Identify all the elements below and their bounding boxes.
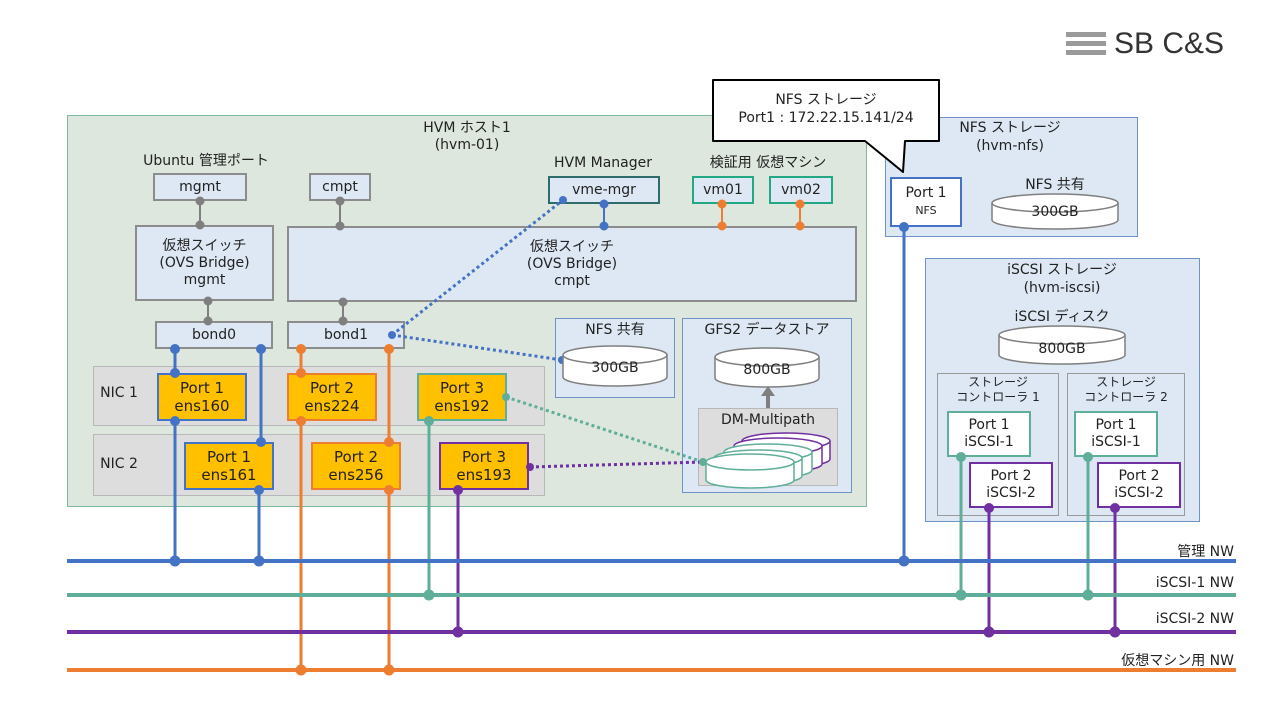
controller2-port2: Port 2 iSCSI-2 [1097, 462, 1181, 508]
iscsi-disk-size: 800GB [1038, 341, 1086, 357]
iscsi-storage-subtitle: (hvm-iscsi) [1023, 280, 1101, 296]
iscsi1-nw-label: iSCSI-1 NW [1155, 575, 1234, 591]
nic1-port2-line2: ens224 [304, 397, 360, 415]
dotted-links [391, 198, 704, 469]
nic2-label: NIC 2 [100, 456, 138, 472]
nic2-port2-line2: ens256 [328, 466, 384, 484]
gfs2-title: GFS2 データストア [704, 322, 830, 338]
vm-nw-links [295, 344, 395, 676]
callout-bubble [712, 79, 940, 173]
nfs-port1-box: Port 1 NFS [890, 177, 962, 227]
nic2-port3-line1: Port 3 [461, 448, 507, 466]
nic2-port1-line1: Port 1 [206, 448, 252, 466]
nic2-port1-line2: ens161 [201, 466, 257, 484]
mgmt-links [169, 222, 910, 567]
gfs2-disk-icon [714, 347, 820, 388]
nfs-storage-title: NFS ストレージ [959, 120, 1061, 136]
controller2-line2: コントローラ 2 [1084, 390, 1168, 404]
callout-line1: NFS ストレージ [775, 92, 877, 108]
nic1-port3: Port 3 ens192 [417, 373, 507, 421]
vswitch-cmpt-line1: 仮想スイッチ [530, 238, 614, 255]
nfs-share-title: NFS 共有 [1025, 177, 1085, 193]
host-nfs-disk-icon [562, 345, 668, 387]
vme-mgr-link [599, 199, 609, 231]
nfs-port1-line1: Port 1 [905, 185, 947, 201]
host-title: HVM ホスト1 [423, 120, 511, 136]
host-nfs-share-size: 300GB [591, 360, 639, 376]
controller1-line1: ストレージ [968, 375, 1028, 389]
ubuntu-mgmt-label: Ubuntu 管理ポート [143, 153, 269, 169]
multipath-arrow-icon [761, 386, 775, 408]
vswitch-cmpt: 仮想スイッチ (OVS Bridge) cmpt [287, 226, 857, 302]
callout-line2: Port1 : 172.22.15.141/24 [738, 110, 914, 126]
iscsi-disk-icon [998, 325, 1126, 365]
iscsi-storage-title: iSCSI ストレージ [1007, 262, 1117, 278]
mgmt-nw-label: 管理 NW [1177, 544, 1234, 560]
controller2-port2-line1: Port 2 [1118, 468, 1160, 484]
controller1-port1-line2: iSCSI-1 [964, 434, 1014, 450]
controller2-port2-line2: iSCSI-2 [1114, 485, 1164, 501]
controller1-port1: Port 1 iSCSI-1 [947, 411, 1031, 457]
vm-links [717, 199, 805, 231]
logo-text: SB C&S [1114, 27, 1225, 60]
controller1-port1-line1: Port 1 [968, 417, 1010, 433]
nfs-port1-line2: NFS [915, 204, 937, 217]
nic2-port3-line2: ens193 [456, 466, 512, 484]
nfs-storage-subtitle: (hvm-nfs) [976, 138, 1044, 154]
nic1-port2: Port 2 ens224 [287, 373, 377, 421]
nfs-storage-disk-icon [991, 193, 1119, 230]
iscsi2-nw-label: iSCSI-2 NW [1155, 611, 1234, 627]
mgmt-port-box: mgmt [153, 173, 247, 201]
nic1-port1-line1: Port 1 [179, 379, 225, 397]
dotted-endpoints [388, 196, 707, 471]
host-nfs-share-title: NFS 共有 [585, 322, 645, 338]
host-subtitle: (hvm-01) [434, 137, 500, 153]
nic1-port1-line2: ens160 [174, 397, 230, 415]
iscsi-disk-title: iSCSI ディスク [1014, 309, 1110, 325]
vswitch-mgmt-line3: mgmt [183, 271, 226, 288]
controller1-line2: コントローラ 1 [956, 390, 1040, 404]
nic1-port3-line2: ens192 [434, 397, 490, 415]
vm-label: 検証用 仮想マシン [709, 155, 827, 171]
gray-links [195, 196, 348, 326]
nic1-port3-line1: Port 3 [439, 379, 485, 397]
nic2-port3: Port 3 ens193 [439, 442, 529, 490]
controller1-port2-line2: iSCSI-2 [986, 485, 1036, 501]
controller2-line1: ストレージ [1096, 375, 1156, 389]
multipath-disks-icon [705, 432, 831, 489]
vm-nw-label: 仮想マシン用 NW [1121, 653, 1234, 669]
hvm-manager-label: HVM Manager [554, 155, 652, 171]
nic2-port2-line1: Port 2 [333, 448, 379, 466]
controller2-port1: Port 1 iSCSI-1 [1074, 411, 1158, 457]
vswitch-cmpt-line2: (OVS Bridge) [526, 255, 618, 272]
nic2-port2: Port 2 ens256 [311, 442, 401, 490]
nic1-port1: Port 1 ens160 [157, 373, 247, 421]
controller1-port2: Port 2 iSCSI-2 [969, 462, 1053, 508]
logo-mark-icon [1066, 32, 1106, 56]
vme-mgr-box: vme-mgr [548, 176, 660, 204]
logo: SB C&S [1066, 26, 1246, 62]
vswitch-mgmt-line1: 仮想スイッチ [162, 237, 247, 254]
gfs2-size: 800GB [743, 362, 791, 378]
controller1-port2-line1: Port 2 [990, 468, 1032, 484]
controller2-port1-line2: iSCSI-1 [1091, 434, 1141, 450]
vswitch-cmpt-line3: cmpt [554, 272, 590, 289]
nic1-port2-line1: Port 2 [309, 379, 355, 397]
nfs-share-size: 300GB [1031, 204, 1079, 220]
nic2-port1: Port 1 ens161 [184, 442, 274, 490]
controller2-port1-line1: Port 1 [1095, 417, 1137, 433]
dm-multipath-label: DM-Multipath [721, 412, 815, 428]
vswitch-mgmt-line2: (OVS Bridge) [159, 254, 250, 271]
vm01-box: vm01 [692, 176, 754, 204]
nic1-label: NIC 1 [100, 385, 138, 401]
